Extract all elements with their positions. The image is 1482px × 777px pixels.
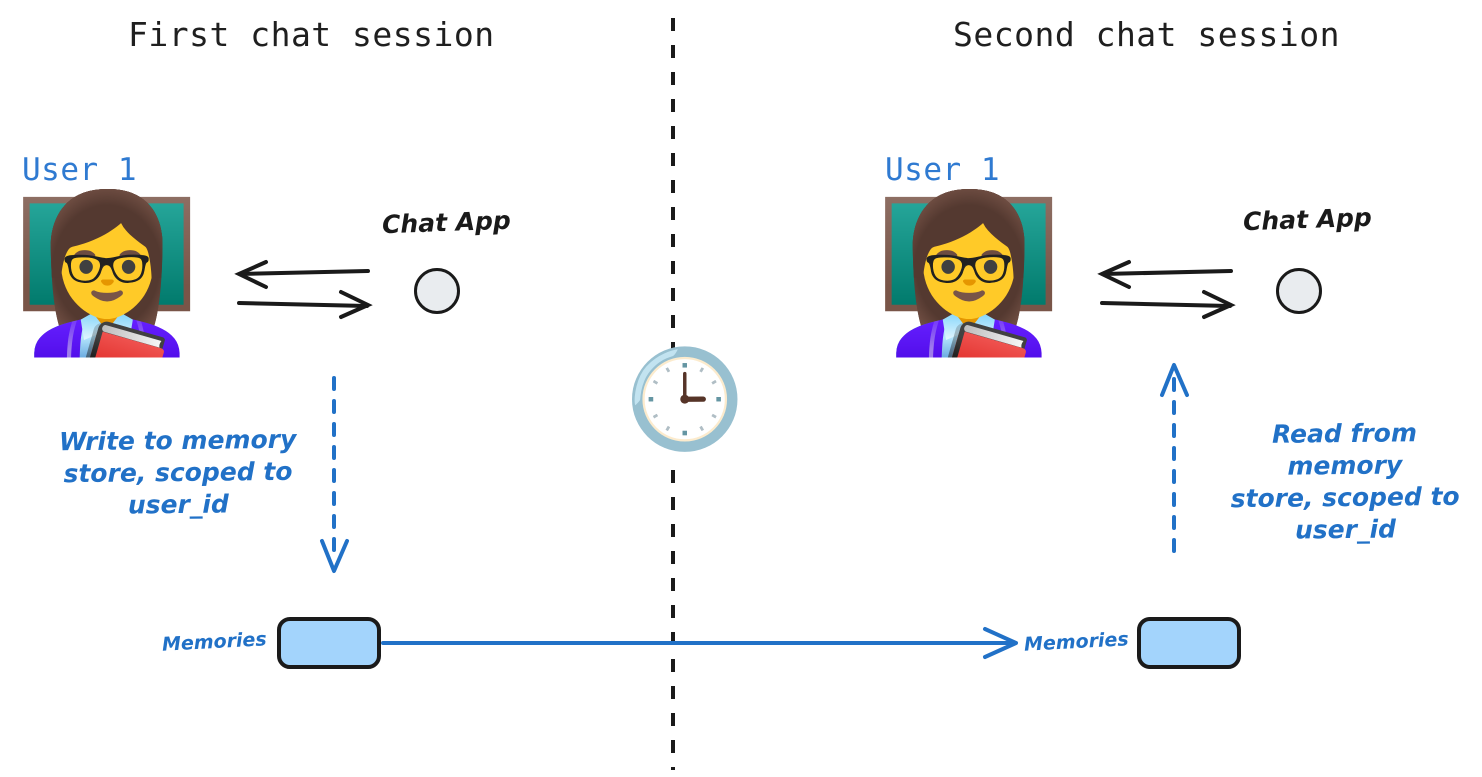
arrow-user-to-app <box>237 290 373 319</box>
clock-three-oclock-icon: 🕒 <box>625 346 745 453</box>
write-to-memory-arrow <box>320 376 349 573</box>
arrow-user-to-app <box>1100 290 1236 319</box>
second-session-exchange-arrows <box>1097 260 1236 319</box>
first-session-woman-teacher-avatar: 👩‍🏫 <box>12 189 202 359</box>
read-from-memory-arrow <box>1160 363 1189 553</box>
arrow-app-to-user <box>1097 260 1233 289</box>
second-session-woman-teacher-avatar: 👩‍🏫 <box>874 189 1064 359</box>
second-session-chat-app-circle-icon <box>1276 268 1322 314</box>
second-session-memories-label: Memories <box>1023 628 1130 656</box>
first-session-chat-app-label: Chat App <box>381 205 512 240</box>
second-session-chat-app-label: Chat App <box>1242 202 1373 237</box>
second-session-memories-store-box <box>1137 617 1241 669</box>
session-divider-top <box>671 18 675 350</box>
read-from-memory-note: Read from memory store, scoped to user_i… <box>1230 418 1460 545</box>
second-session-heading: Second chat session <box>953 15 1340 54</box>
first-session-memories-label: Memories <box>161 628 268 656</box>
session-divider-bottom <box>671 470 675 770</box>
first-session-user-label: User 1 <box>22 152 137 188</box>
memory-persistence-arrow <box>381 627 1018 659</box>
second-session-user-label: User 1 <box>885 152 1000 188</box>
write-to-memory-note: Write to memory store, scoped to user_id <box>58 424 297 520</box>
first-session-heading: First chat session <box>128 15 495 54</box>
first-session-memories-store-box <box>277 617 381 669</box>
first-session-exchange-arrows <box>234 260 373 319</box>
arrow-app-to-user <box>234 260 370 289</box>
first-session-chat-app-circle-icon <box>414 268 460 314</box>
